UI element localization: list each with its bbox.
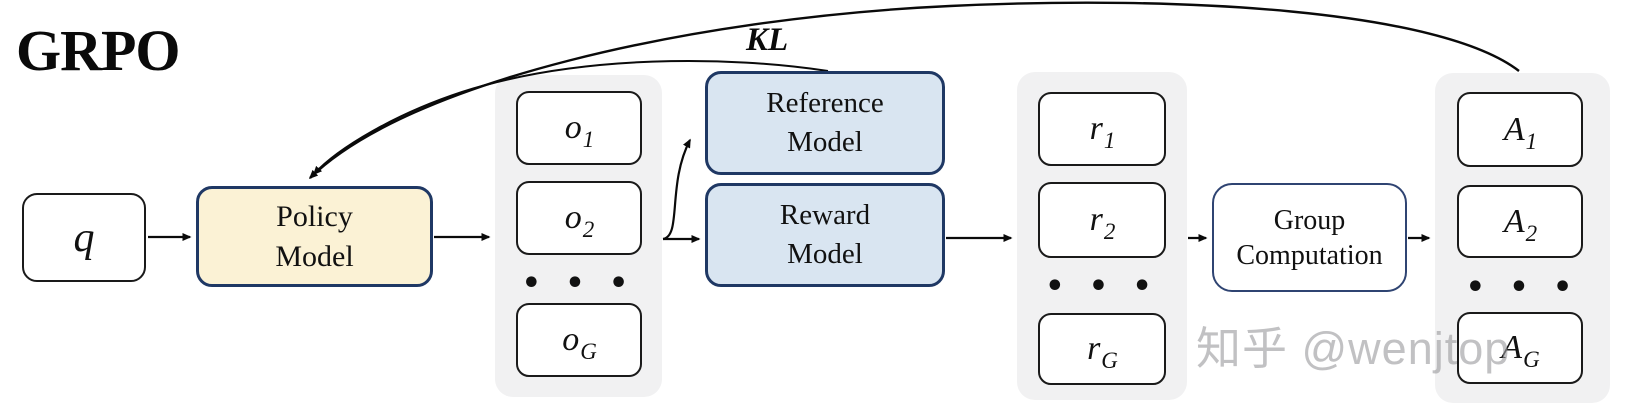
- rewards-group-panel: r1 r2 • • • rG: [1017, 72, 1187, 400]
- group-computation-label-line2: Computation: [1236, 239, 1383, 271]
- advantage-1-node: A1: [1457, 92, 1583, 167]
- reward-model-node: Reward Model: [705, 183, 945, 287]
- output-1-subscript: 1: [582, 127, 595, 152]
- group-computation-label-line1: Group: [1273, 204, 1346, 236]
- reference-model-label-line2: Model: [787, 126, 863, 158]
- advantage-2-label: A: [1503, 202, 1525, 240]
- reward-1-subscript: 1: [1103, 128, 1116, 153]
- advantages-group-panel: A1 A2 • • • AG: [1435, 73, 1610, 403]
- advantage-2-subscript: 2: [1525, 220, 1538, 246]
- reward-G-node: rG: [1038, 313, 1166, 385]
- reward-1-label: r: [1089, 110, 1103, 147]
- query-node: q: [22, 193, 146, 282]
- outputs-group-panel: o1 o2 • • • oG: [495, 75, 662, 397]
- output-G-label: o: [562, 321, 580, 358]
- reward-G-label: r: [1087, 330, 1101, 367]
- reference-model-node: Reference Model: [705, 71, 945, 175]
- reward-1-node: r1: [1038, 92, 1166, 166]
- page-title: GRPO: [16, 18, 181, 83]
- outputs-ellipsis: • • •: [521, 266, 636, 301]
- reward-model-label-line1: Reward: [779, 199, 871, 231]
- reward-model-label-line2: Model: [787, 238, 863, 270]
- output-G-node: oG: [516, 303, 642, 377]
- output-2-node: o2: [516, 181, 642, 255]
- advantage-G-subscript: G: [1523, 347, 1540, 372]
- output-G-subscript: G: [580, 339, 597, 364]
- policy-model-label-line1: Policy: [276, 199, 353, 233]
- output-2-label: o: [564, 199, 582, 236]
- policy-model-label-line2: Model: [275, 239, 354, 273]
- kl-divergence-label: KL: [746, 22, 789, 58]
- advantages-ellipsis: • • •: [1465, 270, 1580, 305]
- reward-2-subscript: 2: [1103, 219, 1116, 244]
- advantage-G-label: A: [1501, 329, 1523, 366]
- policy-model-node: Policy Model: [196, 186, 433, 287]
- advantage-1-subscript: 1: [1525, 128, 1538, 154]
- output-1-node: o1: [516, 91, 642, 165]
- advantage-G-node: AG: [1457, 312, 1583, 384]
- reward-G-subscript: G: [1101, 348, 1118, 373]
- reference-model-label-line1: Reference: [766, 87, 884, 119]
- query-label: q: [73, 214, 95, 261]
- reward-2-node: r2: [1038, 182, 1166, 258]
- rewards-ellipsis: • • •: [1045, 269, 1159, 304]
- group-computation-node: Group Computation: [1212, 183, 1407, 292]
- arrow-outputs-to-reference: [662, 138, 691, 241]
- output-1-label: o: [564, 109, 582, 146]
- watermark-text: 知乎 @wenjtop: [1196, 323, 1511, 374]
- advantage-2-node: A2: [1457, 185, 1583, 258]
- reward-2-label: r: [1089, 201, 1103, 238]
- output-2-subscript: 2: [582, 217, 595, 242]
- advantage-1-label: A: [1503, 110, 1525, 148]
